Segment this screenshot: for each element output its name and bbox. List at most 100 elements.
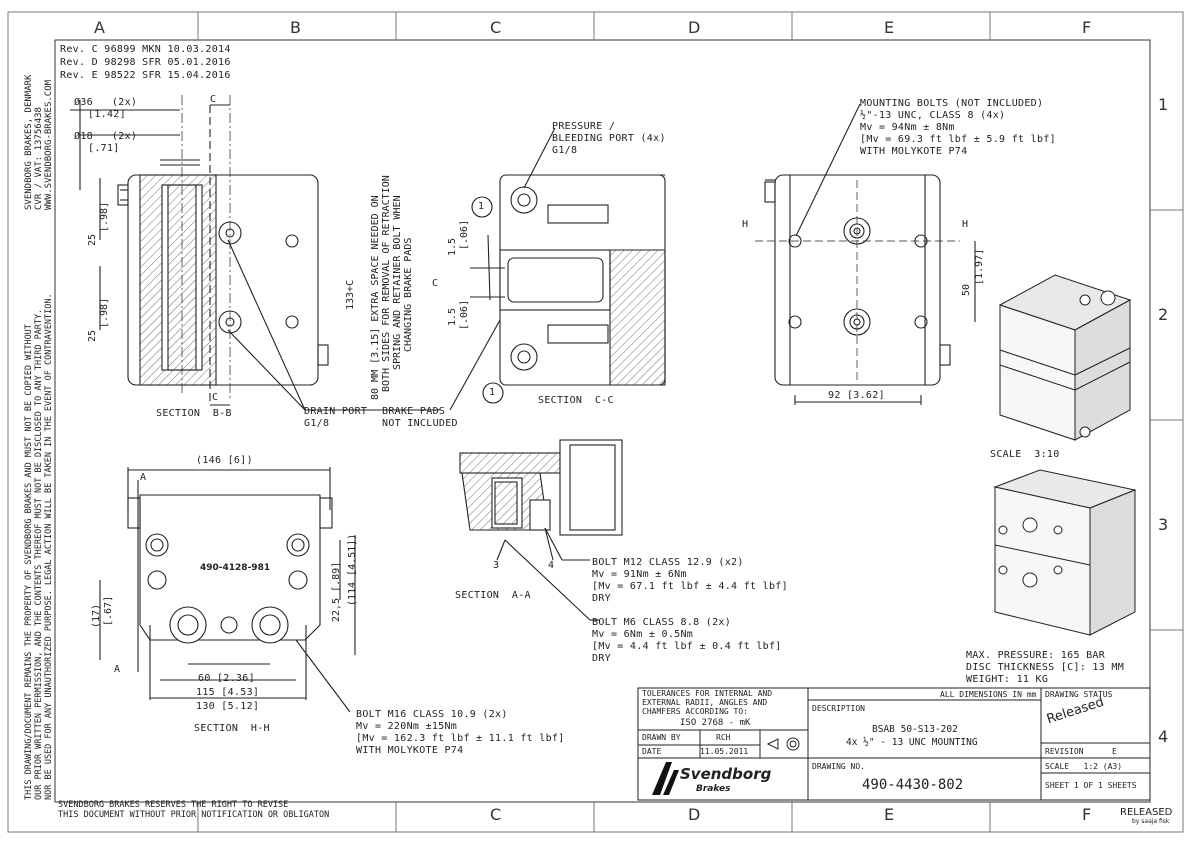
revision-d: Rev. D 98298 SFR 05.01.2016 — [60, 57, 231, 68]
extra-space-line-3: SPRING AND RETAINER BOLT WHEN — [392, 195, 403, 370]
dim-115: 115 [4.53] — [196, 687, 260, 698]
copyright-margin-line-1: THIS DRAWING/DOCUMENT REMAINS THE PROPER… — [24, 324, 34, 800]
section-bb-drawing — [70, 95, 440, 411]
bolt-m16-line-2: Mv = 220Nm ±15Nm — [356, 721, 458, 732]
spec-disc-thickness: DISC THICKNESS [C]: 13 MM — [966, 662, 1125, 673]
part-number-engraving: 490-4128-981 — [200, 563, 271, 573]
cut-a-bottom: A — [114, 664, 121, 675]
drain-port-size: G1/8 — [304, 418, 330, 429]
mounting-bolts-line-2: ½"-13 UNC, CLASS 8 (4x) — [860, 110, 1006, 121]
section-cc-drawing — [449, 127, 666, 411]
dim-130: 130 [5.12] — [196, 701, 260, 712]
column-label-f: F — [1082, 18, 1092, 37]
column-label-e: E — [884, 18, 895, 37]
dim-1-5-lower: 1.5 — [447, 307, 458, 326]
cut-c-top: C — [210, 94, 217, 105]
pressure-port-line-3: G1/8 — [552, 145, 578, 156]
section-aa-drawing — [459, 439, 623, 621]
date-label: DATE — [642, 747, 662, 756]
dim-114: (114 [4.51]) — [347, 533, 358, 606]
spec-max-pressure: MAX. PRESSURE: 165 BAR — [966, 650, 1106, 661]
revision-label: REVISION — [1045, 747, 1084, 756]
iso-view-top — [998, 274, 1132, 441]
dia36-inch-label: [1.42] — [88, 109, 126, 120]
row-label-4: 4 — [1158, 727, 1169, 746]
bolt-m6-line-2: Mv = 6Nm ± 0.5Nm — [592, 629, 694, 640]
revision-e: Rev. E 98522 SFR 15.04.2016 — [60, 70, 231, 81]
revision-c: Rev. C 96899 MKN 10.03.2014 — [60, 44, 231, 55]
description-line-2: 4x ½" - 13 UNC MOUNTING — [846, 737, 978, 748]
bolt-m6-line-1: BOLT M6 CLASS 8.8 (2x) — [592, 617, 732, 628]
mounting-bolts-line-5: WITH MOLYKOTE P74 — [860, 146, 968, 157]
company-margin-line-2: CVR / VAT: 13756438 — [34, 107, 44, 210]
dim-1-5-upper-inch: [.06] — [459, 219, 470, 250]
column-label-e-bottom: E — [884, 805, 895, 824]
dim-50: 50 — [961, 283, 972, 296]
top-view-drawing — [755, 103, 976, 405]
dim-17: (17) — [91, 603, 102, 628]
sheet-value: SHEET 1 OF 1 SHEETS — [1045, 781, 1137, 790]
dim-146: (146 [6]) — [196, 455, 253, 466]
section-hh-drawing — [99, 467, 356, 713]
title-block-lines — [637, 687, 1151, 801]
bolt-m16-line-3: [Mv = 162.3 ft lbf ± 11.1 ft lbf] — [356, 733, 565, 744]
section-cc-title: SECTION C-C — [538, 395, 614, 406]
column-label-b: B — [290, 18, 301, 37]
dim-1-5-lower-inch: [.06] — [459, 299, 470, 330]
bolt-m6-line-3: [Mv = 4.4 ft lbf ± 0.4 ft lbf] — [592, 641, 782, 652]
column-label-c-bottom: C — [490, 805, 502, 824]
dim-22-5: 22,5 [.89] — [331, 561, 342, 622]
released-by: by saaja fisk — [1132, 818, 1170, 825]
spec-weight: WEIGHT: 11 KG — [966, 674, 1049, 685]
revision-value: E — [1112, 747, 1117, 756]
dim-25-lower-inch: [.98] — [99, 297, 110, 328]
copyright-margin-line-2: OUR PRIOR WRITTEN PERMISSION, AND THE CO… — [34, 308, 44, 800]
cut-h-left: H — [742, 219, 749, 230]
balloon-3: 3 — [493, 560, 500, 571]
dim-92: 92 [3.62] — [828, 390, 885, 401]
bolt-m6-line-4: DRY — [592, 653, 611, 664]
description-line-1: BSAB 50-S13-202 — [872, 724, 958, 735]
company-margin-line-1: SVENDBORG BRAKES, DENMARK — [24, 74, 34, 210]
drawing-no-label: DRAWING NO. — [812, 762, 865, 771]
iso-standard: ISO 2768 - mK — [680, 718, 751, 728]
mounting-bolts-line-3: Mv = 94Nm ± 8Nm — [860, 122, 955, 133]
dim-1-5-upper: 1.5 — [447, 237, 458, 256]
dim-17-inch: [.67] — [103, 595, 114, 626]
drawn-by-label: DRAWN BY — [642, 733, 681, 742]
balloon-1-lower: 1 — [489, 387, 496, 398]
column-label-d: D — [688, 18, 701, 37]
column-label-d-bottom: D — [688, 805, 701, 824]
section-aa-title: SECTION A-A — [455, 590, 531, 601]
column-label-a: A — [94, 18, 105, 37]
dim-25-lower: 25 — [87, 329, 98, 342]
balloon-1-upper: 1 — [478, 201, 485, 212]
brake-pads-label: BRAKE PADS — [382, 406, 446, 417]
brand-logo-mark — [652, 762, 679, 795]
all-dimensions-note: ALL DIMENSIONS IN mm — [940, 690, 1037, 699]
projection-symbol-icon — [766, 737, 800, 751]
bolt-m12-line-2: Mv = 91Nm ± 6Nm — [592, 569, 687, 580]
extra-space-line-4: CHANGING BRAKE PADS — [403, 237, 414, 352]
cut-c-bottom: C — [212, 392, 219, 403]
brand-name: Svendborg — [680, 765, 772, 783]
mounting-bolts-line-1: MOUNTING BOLTS (NOT INCLUDED) — [860, 98, 1044, 109]
tolerance-line-2: EXTERNAL RADII, ANGLES AND — [642, 698, 768, 707]
extra-space-line-1: 80 MM [3.15] EXTRA SPACE NEEDED ON — [370, 195, 381, 400]
company-margin-line-3: WWW.SVENDBORG-BRAKES.COM — [44, 79, 54, 210]
dim-25-upper-inch: [.98] — [99, 201, 110, 232]
column-label-c: C — [490, 18, 502, 37]
pressure-port-line-2: BLEEDING PORT (4x) — [552, 133, 666, 144]
dim-25-upper: 25 — [87, 233, 98, 246]
iso-view-bottom — [993, 469, 1137, 636]
extra-space-line-2: BOTH SIDES FOR REMOVAL OF RETRACTION — [381, 175, 392, 392]
date-value: 11.05.2011 — [700, 747, 749, 756]
dim-133-c: 133+C — [345, 279, 356, 310]
tolerance-line-3: CHAMFERS ACCORDING TO: — [642, 707, 748, 716]
footer-line-1: SVENDBORG BRAKES RESERVES THE RIGHT TO R… — [58, 800, 289, 810]
section-bb-title: SECTION B-B — [156, 408, 232, 419]
bolt-m16-line-4: WITH MOLYKOTE P74 — [356, 745, 464, 756]
copyright-margin-line-3: NOR BE USED FOR ANY UNAUTHORIZED PURPOSE… — [44, 293, 54, 800]
section-hh-title: SECTION H-H — [194, 723, 270, 734]
